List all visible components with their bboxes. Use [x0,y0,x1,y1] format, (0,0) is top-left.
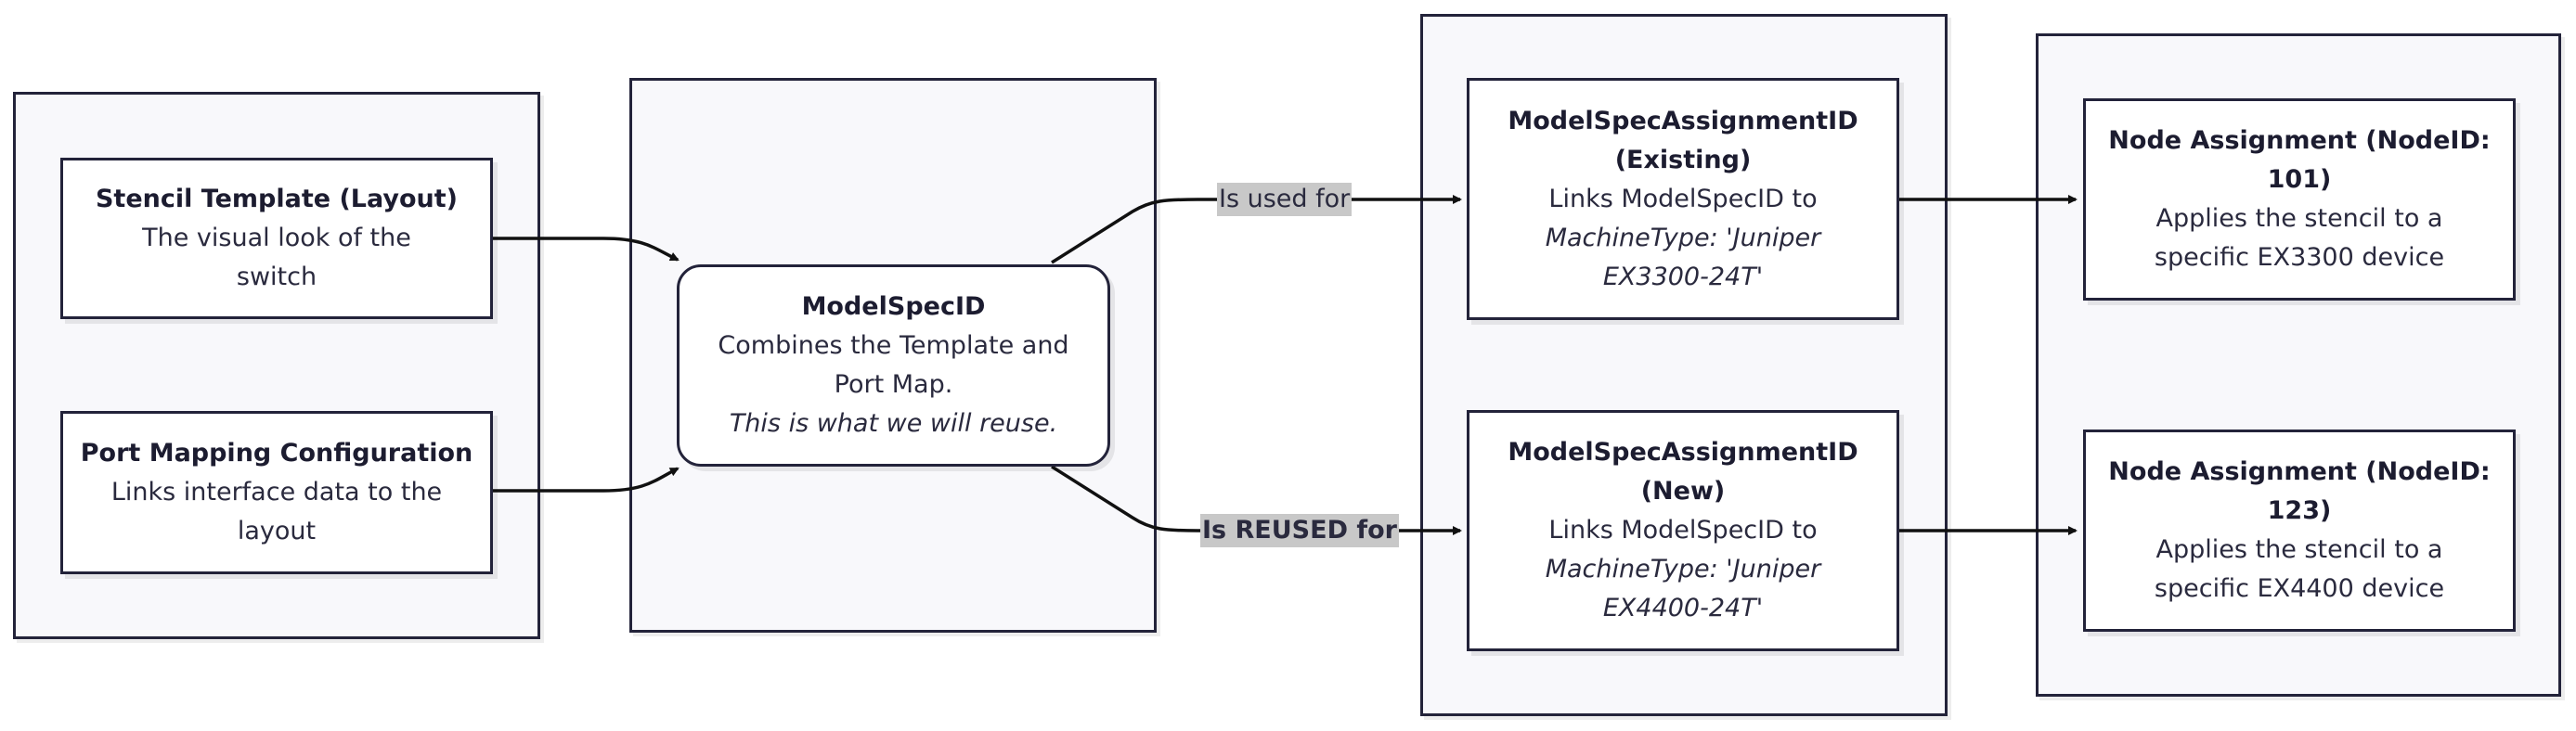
node-text: Links ModelSpecID to [1548,516,1818,545]
edge-stencil-to-modelspec [493,237,680,262]
node-assignment-101: Node Assignment (NodeID: 101) Applies th… [2083,98,2516,301]
assignment-new-node: ModelSpecAssignmentID (New) Links ModelS… [1467,410,1899,651]
edge-label-used-for: Is used for [1217,183,1353,216]
node-title: ModelSpecID [801,292,986,321]
node-title: (Existing) [1614,145,1752,174]
node-title: 123) [2267,496,2332,525]
node-text: MachineType: 'Juniper [1545,555,1821,584]
node-title: Stencil Template (Layout) [95,185,459,213]
node-title: Node Assignment (NodeID: [2108,457,2491,486]
node-text: The visual look of the [142,224,411,252]
node-text: specific EX4400 device [2154,574,2445,603]
node-text: switch [236,263,317,291]
node-title: 101) [2267,165,2332,194]
node-text: This is what we will reuse. [729,409,1058,438]
modelspec-node: ModelSpecID Combines the Template and Po… [677,264,1110,467]
node-text: Applies the stencil to a [2155,204,2443,233]
node-title: ModelSpecAssignmentID [1508,106,1858,135]
node-text: EX4400-24T' [1602,594,1764,622]
assignment-existing-node: ModelSpecAssignmentID (Existing) Links M… [1467,78,1899,320]
node-text: specific EX3300 device [2154,243,2445,272]
node-text: EX3300-24T' [1602,262,1764,291]
node-text: Links interface data to the [110,478,443,507]
port-mapping-node: Port Mapping Configuration Links interfa… [60,411,493,574]
edge-label-reused-for: Is REUSED for [1200,514,1399,547]
node-title: Node Assignment (NodeID: [2108,126,2491,155]
node-text: MachineType: 'Juniper [1545,223,1821,252]
node-title: Port Mapping Configuration [80,439,473,468]
edge-modelspec-to-existing [1051,195,1462,264]
node-text: Combines the Template and [718,331,1069,360]
node-text: Port Map. [834,370,953,399]
node-title: (New) [1640,477,1726,506]
stencil-template-node: Stencil Template (Layout) The visual loo… [60,158,493,319]
node-title: ModelSpecAssignmentID [1508,438,1858,467]
edge-portmap-to-modelspec [493,467,680,493]
node-text: Links ModelSpecID to [1548,184,1818,213]
node-assignment-123: Node Assignment (NodeID: 123) Applies th… [2083,430,2516,632]
edge-modelspec-to-new [1051,465,1462,535]
node-text: layout [237,517,317,545]
node-text: Applies the stencil to a [2155,535,2443,564]
